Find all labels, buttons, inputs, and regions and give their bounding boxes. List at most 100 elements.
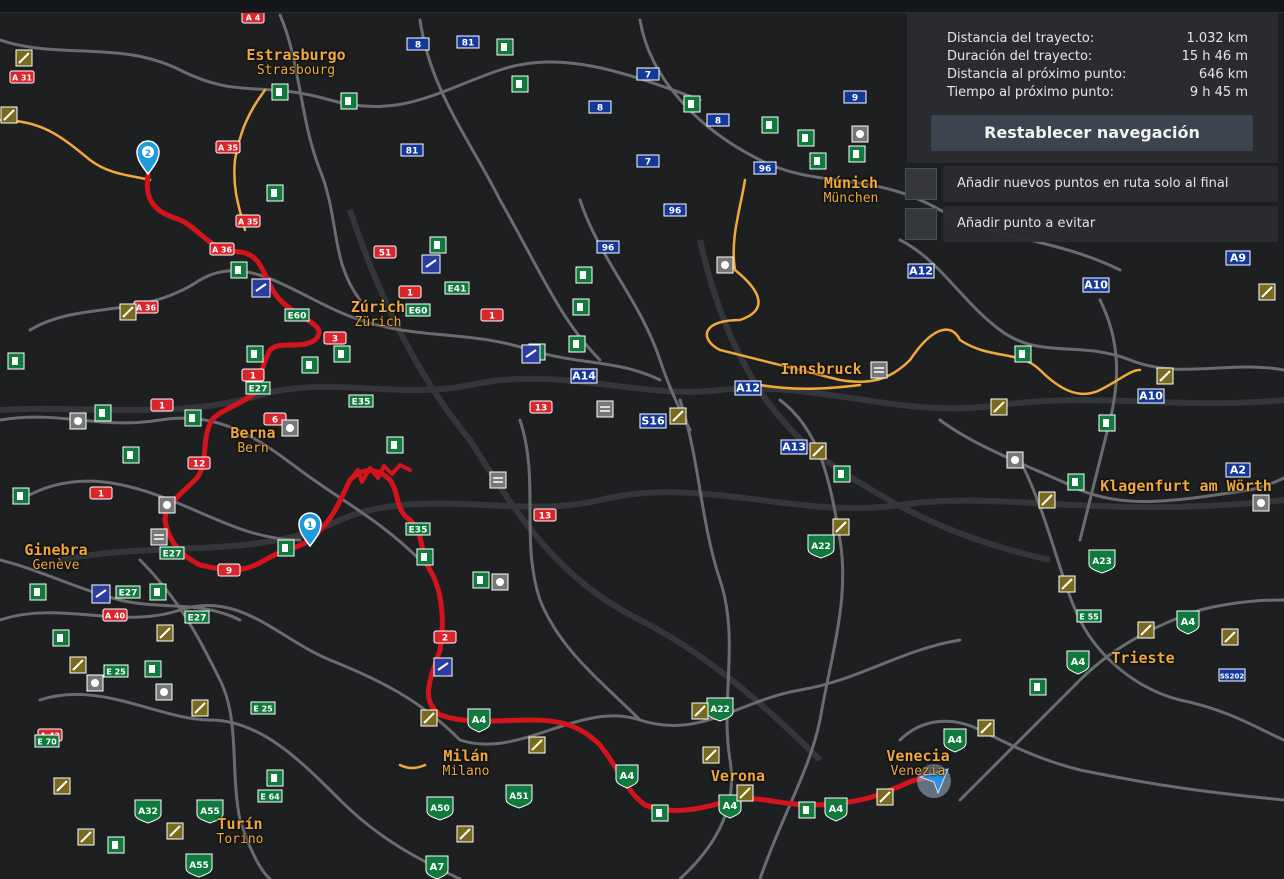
motorway-shield: A4 (718, 794, 742, 819)
road (1018, 458, 1284, 742)
camera-icon (491, 573, 509, 591)
green-shield: E 25 (250, 701, 276, 715)
red-shield: 51 (373, 245, 397, 259)
toll-gate-icon (1156, 367, 1174, 385)
svg-text:9: 9 (226, 567, 232, 577)
svg-text:51: 51 (379, 249, 392, 259)
road (28, 269, 662, 382)
stat-label: Tiempo al próximo punto: (947, 85, 1114, 100)
svg-text:A 4: A 4 (246, 14, 261, 23)
toll-gate-icon (832, 518, 850, 536)
green-shield: E27 (184, 610, 210, 624)
fuel-station-icon (340, 92, 358, 110)
svg-text:A9: A9 (1230, 252, 1246, 265)
red-shield: 13 (533, 508, 557, 522)
camera-icon (716, 256, 734, 274)
fuel-station-icon (848, 145, 866, 163)
svg-text:7: 7 (645, 158, 651, 168)
stat-label: Duración del trayecto: (947, 49, 1093, 64)
toll-gate-icon (456, 825, 474, 843)
fuel-station-icon (230, 261, 248, 279)
toll-gate-icon (1258, 283, 1276, 301)
fuel-station-icon (122, 446, 140, 464)
red-shield: A 36 (133, 300, 159, 314)
green-shield: E27 (159, 546, 185, 560)
blue-shield: 81 (400, 143, 424, 157)
svg-text:A22: A22 (710, 705, 730, 715)
toll-gate-icon (736, 784, 754, 802)
motorway-shield: A4 (943, 728, 967, 753)
green-shield: E27 (245, 381, 271, 395)
fuel-station-icon (301, 356, 319, 374)
svg-text:1: 1 (407, 289, 413, 299)
truck-dealer-icon (421, 254, 441, 274)
toll-gate-icon (0, 106, 18, 124)
svg-text:2: 2 (442, 634, 448, 644)
motorway-shield: A32 (134, 799, 162, 824)
camera-icon (1252, 494, 1270, 512)
add-at-end-checkbox[interactable] (905, 168, 937, 200)
svg-text:E60: E60 (409, 307, 428, 317)
add-at-end-label: Añadir nuevos puntos en ruta solo al fin… (943, 166, 1278, 202)
border-crossing-icon (150, 528, 168, 546)
svg-text:A10: A10 (1084, 279, 1108, 292)
secondary-road (233, 88, 267, 232)
svg-text:E 70: E 70 (37, 738, 57, 747)
reset-navigation-button[interactable]: Restablecer navegación (931, 115, 1253, 151)
blue-shield: 9 (843, 90, 867, 104)
road (578, 198, 692, 432)
route-info-panel: Distancia del trayecto:1.032 km Duración… (907, 13, 1278, 163)
red-shield: 1 (241, 368, 265, 382)
fuel-station-icon (266, 184, 284, 202)
option-add-at-end[interactable]: Añadir nuevos puntos en ruta solo al fin… (903, 166, 1278, 202)
svg-text:A12: A12 (909, 265, 933, 278)
fuel-station-icon (271, 83, 289, 101)
toll-gate-icon (166, 822, 184, 840)
svg-text:E27: E27 (119, 589, 138, 599)
svg-text:A 36: A 36 (136, 304, 157, 313)
secondary-road (0, 118, 152, 182)
toll-gate-icon (69, 656, 87, 674)
border-crossing-icon (596, 400, 614, 418)
route-stats: Distancia del trayecto:1.032 km Duración… (947, 30, 1248, 102)
blue-shield: 96 (753, 161, 777, 175)
blue-shield: A10 (1082, 277, 1110, 293)
fuel-station-icon (184, 409, 202, 427)
blue-shield: A13 (780, 439, 808, 455)
fuel-station-icon (568, 335, 586, 353)
road-shields: 8 81 7 8 81 8 7 96 96 96 9 A12 A9 A10 A1… (9, 10, 1251, 879)
option-add-avoid[interactable]: Añadir punto a evitar (903, 206, 1278, 242)
camera-icon (1006, 451, 1024, 469)
red-shield: 1 (150, 398, 174, 412)
stat-row-next-distance: Distancia al próximo punto:646 km (947, 66, 1248, 84)
svg-text:1: 1 (159, 402, 165, 412)
waypoint-number: 2 (145, 149, 151, 159)
toll-gate-icon (691, 702, 709, 720)
svg-text:A 36: A 36 (212, 246, 233, 255)
road (0, 603, 462, 742)
add-avoid-label: Añadir punto a evitar (943, 206, 1278, 242)
motorway-shield: A51 (505, 784, 533, 809)
stat-label: Distancia del trayecto: (947, 31, 1095, 46)
blue-shield: A12 (734, 380, 762, 396)
fuel-station-icon (246, 345, 264, 363)
svg-text:A4: A4 (472, 715, 487, 726)
truck-dealer-icon (91, 584, 111, 604)
fuel-station-icon (12, 487, 30, 505)
road (138, 558, 272, 879)
add-avoid-checkbox[interactable] (905, 208, 937, 240)
stat-label: Distancia al próximo punto: (947, 67, 1127, 82)
city-label: Klagenfurt am Wörth (1100, 477, 1272, 495)
waypoint-marker-icon[interactable]: 2 (136, 140, 160, 176)
toll-gate-icon (119, 303, 137, 321)
waypoint-marker-icon[interactable]: 1 (298, 512, 322, 548)
navigation-route (144, 172, 928, 813)
fuel-station-icon (52, 629, 70, 647)
svg-text:A4: A4 (948, 735, 963, 746)
blue-shield: 8 (706, 113, 730, 127)
